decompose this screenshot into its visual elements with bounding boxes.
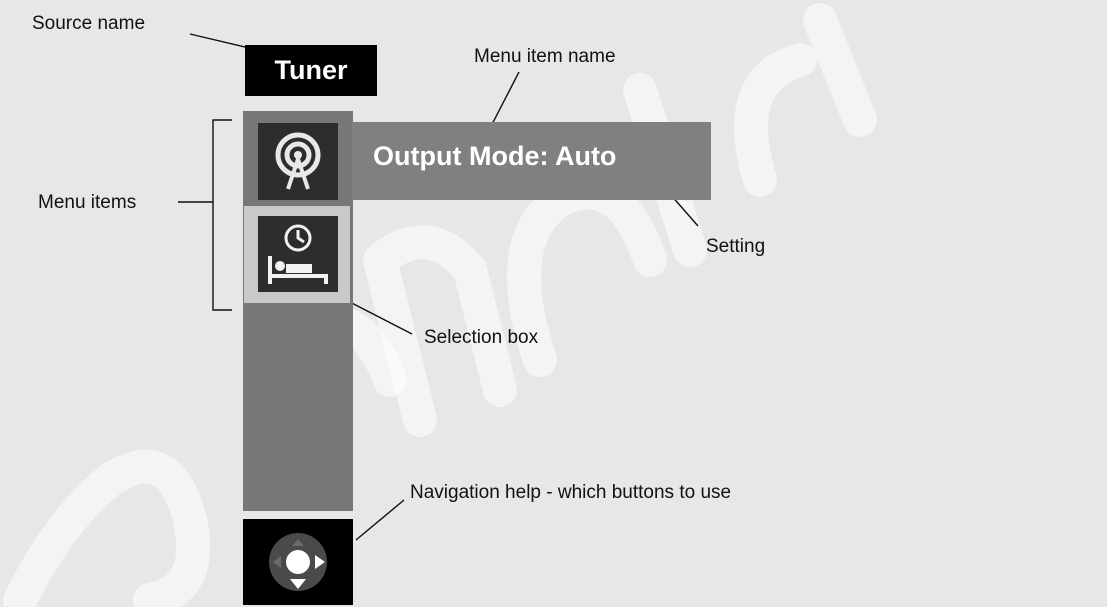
- menu-items-bracket: [212, 119, 232, 311]
- source-name-callout: Source name: [32, 13, 146, 34]
- menu-items-callout: Menu items: [38, 192, 137, 213]
- down-arrow-icon: [290, 579, 306, 589]
- selection-box-callout: Selection box: [424, 327, 539, 348]
- menu-item-name-setting: Output Mode: Auto: [373, 141, 617, 171]
- sleep-timer-icon[interactable]: [258, 216, 338, 292]
- menu-item-bar: [352, 122, 711, 200]
- menu-item-name-callout: Menu item name: [474, 46, 616, 67]
- ok-button-icon: [286, 550, 310, 574]
- navigation-help-leader: [355, 499, 405, 541]
- source-name-box: Tuner: [245, 45, 377, 96]
- navigation-help-box: [243, 519, 353, 605]
- left-arrow-icon: [273, 556, 281, 568]
- selection-box-leader: [341, 297, 413, 335]
- up-arrow-icon: [292, 539, 304, 546]
- navigation-help-callout: Navigation help - which buttons to use: [410, 482, 732, 503]
- setting-callout: Setting: [706, 236, 766, 257]
- right-arrow-icon: [315, 555, 325, 569]
- antenna-signal-icon[interactable]: [258, 123, 338, 200]
